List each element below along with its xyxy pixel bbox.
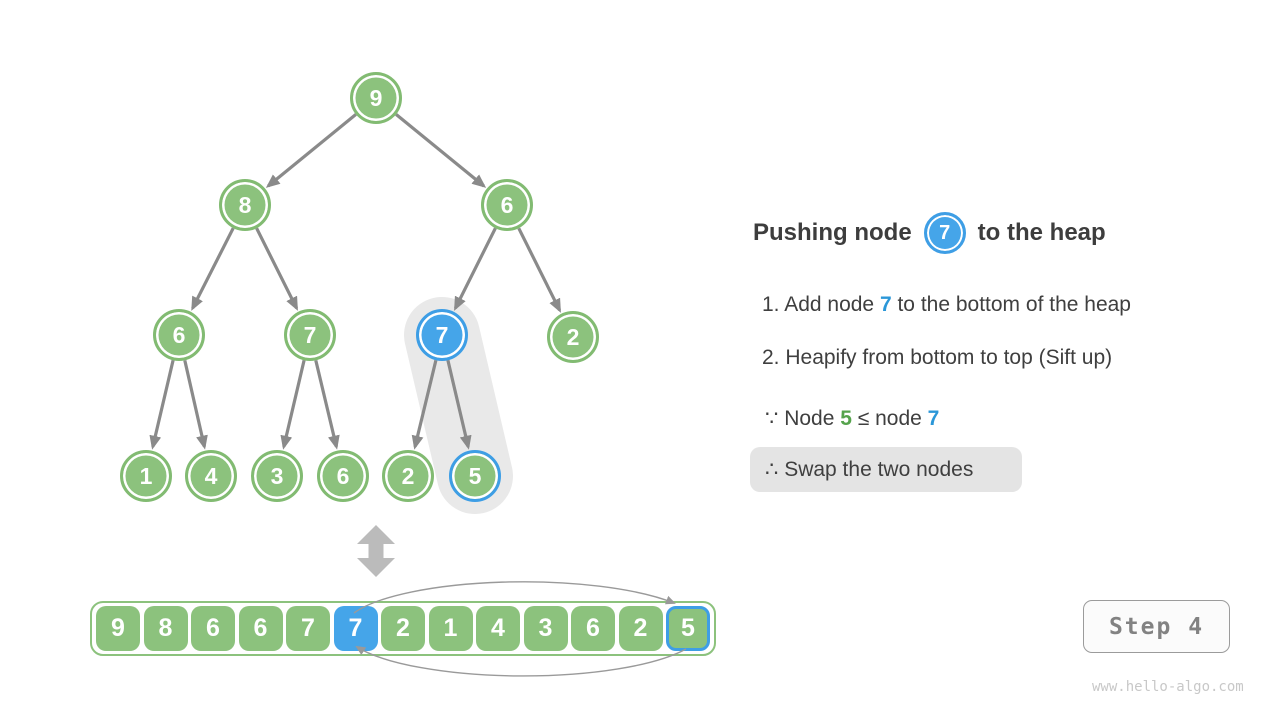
watermark: www.hello-algo.com (1092, 679, 1244, 695)
array-cell-0: 9 (96, 606, 140, 651)
array-cell-9: 3 (523, 606, 568, 651)
tree-edge (446, 359, 472, 450)
conclusion-text: ∴ Swap the two nodes (765, 458, 974, 481)
tree-edge (280, 359, 306, 450)
array-cell-5-highlighted: 7 (333, 606, 378, 651)
instruction-line-1: 1. Add node 7 to the bottom of the heap (762, 293, 1131, 317)
step-button[interactable]: Step 4 (1083, 600, 1230, 653)
array-cell-8: 4 (476, 606, 520, 651)
array-cell-7: 1 (428, 606, 473, 651)
tree-edge (453, 227, 497, 311)
array-cell-2: 6 (191, 606, 235, 651)
tree-node-1: 8 (219, 179, 271, 231)
panel-title-suffix: to the heap (977, 219, 1106, 246)
heap-array: 9 8 6 6 7 7 2 1 4 3 6 2 5 (90, 601, 716, 656)
tree-node-8: 4 (185, 450, 237, 502)
panel-title: Pushing node 7 to the heap (753, 211, 1106, 255)
tree-edge (517, 227, 562, 313)
tree-node-5-highlighted: 7 (416, 309, 468, 361)
tree-node-4: 7 (284, 309, 336, 361)
because-green-value: 5 (840, 407, 852, 430)
array-cell-12-ringed: 5 (666, 606, 710, 651)
because-blue-value: 7 (927, 407, 940, 430)
tree-edge (314, 360, 340, 450)
tree-edge (149, 359, 175, 450)
instruction-1-value: 7 (879, 293, 892, 316)
tree-edge (183, 360, 208, 450)
tree-edge (411, 359, 438, 450)
tree-node-0: 9 (350, 72, 402, 124)
array-cell-11: 2 (618, 606, 663, 651)
tree-node-2: 6 (481, 179, 533, 231)
array-cell-3: 6 (238, 606, 283, 651)
conclusion-badge: ∴ Swap the two nodes (750, 447, 1022, 492)
tree-edges (149, 113, 562, 450)
instruction-line-2: 2. Heapify from bottom to top (Sift up) (762, 346, 1113, 369)
tree-node-9: 3 (251, 450, 303, 502)
array-cell-6: 2 (381, 606, 425, 651)
panel-title-prefix: Pushing node (753, 219, 912, 246)
instruction-1-post: to the bottom of the heap (891, 293, 1131, 316)
tree-edge (265, 113, 357, 188)
because-pre: ∵ Node (765, 407, 841, 430)
instruction-1-pre: 1. Add node (762, 293, 880, 316)
tree-node-11: 2 (382, 450, 434, 502)
tree-edge (255, 227, 299, 311)
tree-node-7: 1 (120, 450, 172, 502)
tree-edge (395, 113, 487, 188)
tree-array-swap-icon (357, 525, 395, 577)
tree-node-10: 6 (317, 450, 369, 502)
array-cell-1: 8 (143, 606, 188, 651)
because-line: ∵ Node 5 ≤ node 7 (765, 406, 939, 431)
because-mid: ≤ node (851, 407, 928, 430)
array-cell-10: 6 (571, 606, 615, 651)
tree-edge (191, 227, 235, 311)
tree-node-3: 6 (153, 309, 205, 361)
array-cell-4: 7 (286, 606, 330, 651)
tree-node-6: 2 (547, 311, 599, 363)
inline-node-7: 7 (923, 212, 966, 254)
tree-node-12-ringed: 5 (449, 450, 501, 502)
